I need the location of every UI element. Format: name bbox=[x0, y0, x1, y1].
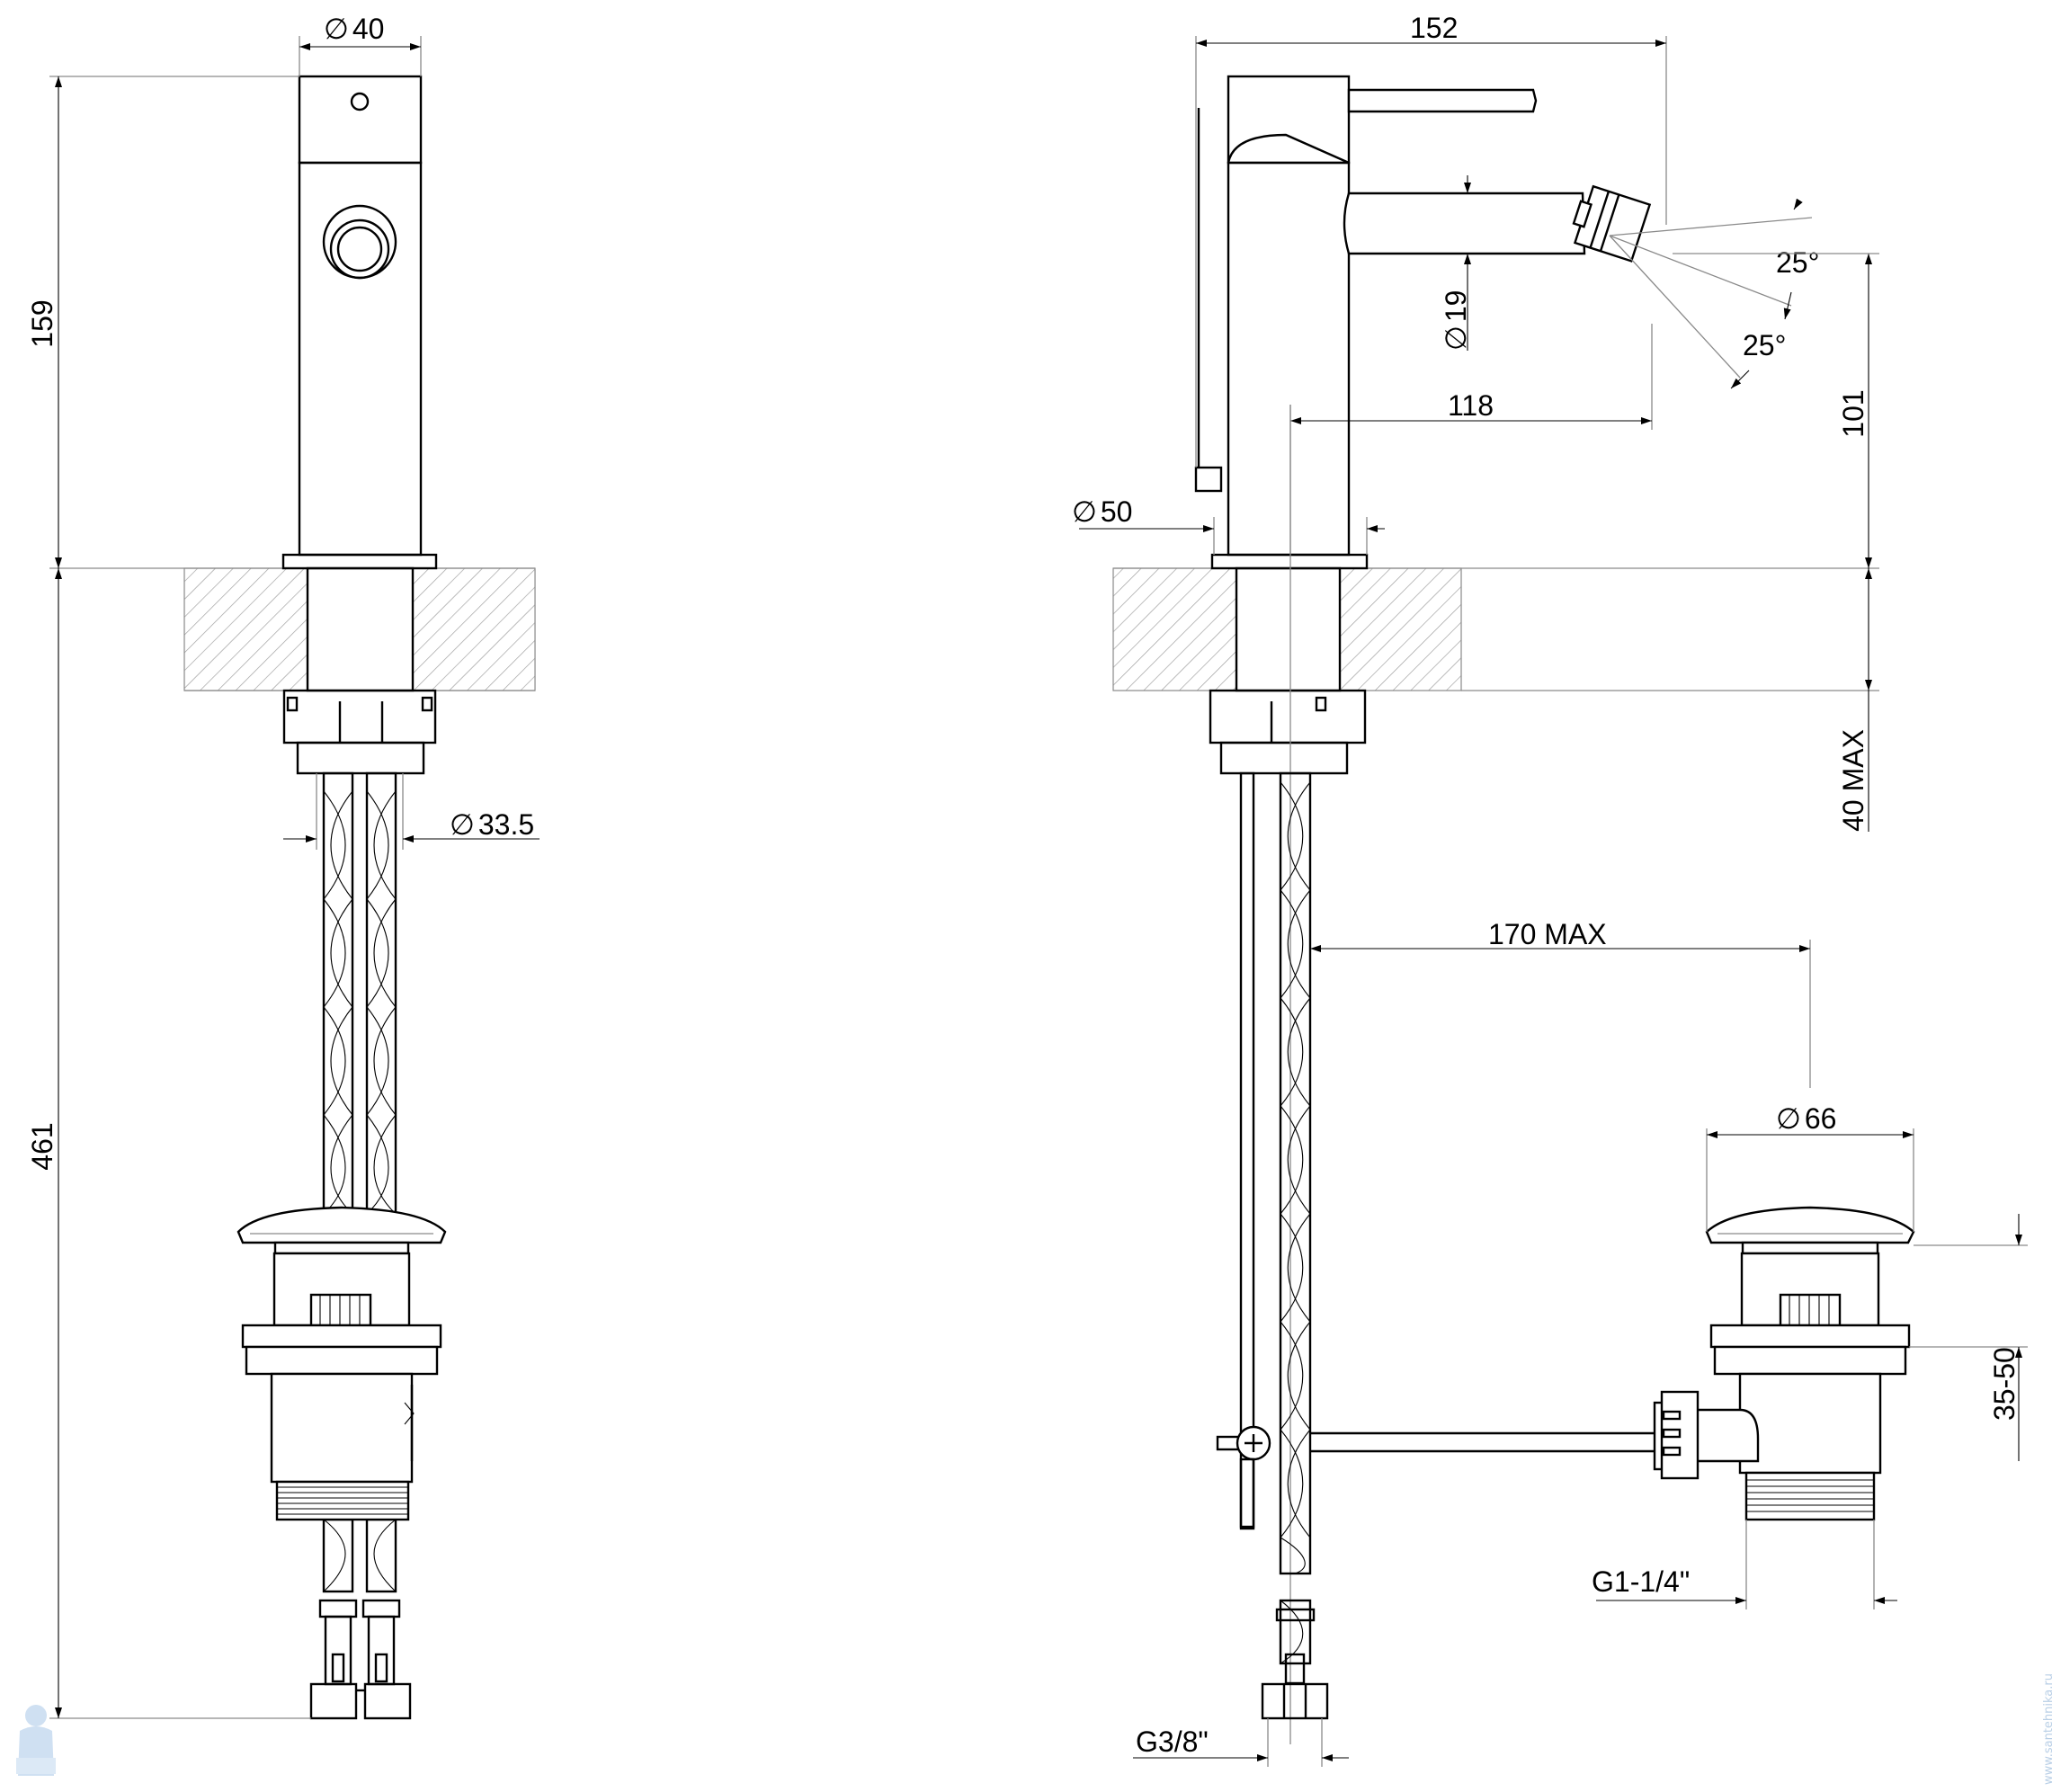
indicator-dot bbox=[350, 92, 370, 111]
washer-left bbox=[296, 741, 425, 775]
dim-spout-diameter: ∅19 bbox=[1440, 175, 1472, 351]
dim-total-below: 461 bbox=[26, 568, 311, 1719]
dim-spout-height: 101 bbox=[1673, 253, 1879, 568]
rod-reach-label: 170 MAX bbox=[1488, 918, 1607, 950]
dim-body-diameter: ∅40 bbox=[299, 13, 422, 76]
body-diameter-label: ∅40 bbox=[324, 13, 384, 45]
faucet-cap bbox=[298, 75, 423, 165]
spout-height-label: 101 bbox=[1837, 389, 1869, 437]
dim-width-total: 152 bbox=[1195, 12, 1667, 468]
countertop-cutout-right bbox=[1236, 568, 1340, 691]
popup-rod-knob bbox=[1194, 466, 1223, 493]
angle-down-label: 25° bbox=[1743, 329, 1786, 361]
dim-body-height: 159 bbox=[26, 76, 299, 569]
total-below-label: 461 bbox=[26, 1122, 58, 1170]
spray-angle-lines: 25° 25° bbox=[1609, 198, 1819, 389]
dim-waste-adjust: 35-50 bbox=[1909, 1214, 2028, 1461]
aerator-mid bbox=[329, 218, 390, 280]
spout bbox=[1343, 192, 1586, 255]
dim-shank-diameter: ∅33.5 bbox=[283, 773, 540, 850]
dim-hose-thread: G3/8" bbox=[1133, 1718, 1349, 1767]
faucet-body bbox=[298, 161, 423, 557]
width-total-label: 152 bbox=[1410, 12, 1458, 44]
base-ring-left bbox=[281, 553, 438, 570]
shank-diameter-label: ∅33.5 bbox=[450, 808, 534, 841]
dim-base-diameter: ∅50 bbox=[1072, 495, 1385, 570]
linkage-rod bbox=[1216, 1425, 1664, 1529]
hoses-left bbox=[309, 771, 412, 1720]
dim-waste-diameter: ∅66 bbox=[1706, 1102, 1914, 1232]
aerator-inner bbox=[336, 226, 383, 272]
bidet-nozzle bbox=[1572, 184, 1652, 263]
front-view: ∅40 159 461 ∅33.5 bbox=[16, 13, 540, 1776]
dim-rod-reach: 170 MAX bbox=[1310, 918, 1811, 1088]
countertop-cutout-left bbox=[308, 568, 413, 691]
spout-diameter-label: ∅19 bbox=[1440, 290, 1472, 351]
watermark-text: www.santehnika.ru bbox=[2042, 1673, 2056, 1785]
mount-nut-left bbox=[282, 689, 437, 744]
deck-thickness-label: 40 MAX bbox=[1837, 729, 1869, 832]
lever-cap bbox=[1227, 75, 1351, 165]
hose-nut-right bbox=[1261, 1682, 1329, 1720]
washer-right bbox=[1219, 741, 1349, 775]
hose-thread-label: G3/8" bbox=[1136, 1725, 1209, 1758]
base-diameter-label: ∅50 bbox=[1072, 495, 1132, 528]
dim-waste-thread: G1-1/4" bbox=[1592, 1520, 1897, 1609]
watermark-logo bbox=[16, 1705, 56, 1776]
dim-spout-reach: 118 bbox=[1289, 324, 1653, 555]
faucet-body-side bbox=[1227, 161, 1351, 557]
hose-nut-left-2 bbox=[363, 1682, 412, 1720]
lever-handle bbox=[1347, 88, 1538, 113]
hose-right bbox=[1261, 771, 1329, 1720]
body-height-label: 159 bbox=[26, 299, 58, 347]
popup-waste-right bbox=[1653, 1206, 1915, 1521]
hose-nut-left-1 bbox=[309, 1682, 358, 1720]
mount-nut-right bbox=[1209, 689, 1367, 744]
popup-rod bbox=[1239, 771, 1255, 1530]
side-view: 25° 25° 152 ∅19 118 bbox=[1072, 12, 2056, 1785]
waste-adjust-label: 35-50 bbox=[1988, 1347, 2021, 1421]
popup-waste-left bbox=[236, 1206, 447, 1521]
waste-diameter-label: ∅66 bbox=[1776, 1102, 1836, 1135]
spout-reach-label: 118 bbox=[1448, 389, 1494, 422]
dim-deck-thickness: 40 MAX bbox=[1837, 568, 1872, 832]
angle-up-label: 25° bbox=[1776, 246, 1819, 279]
aerator-outer bbox=[322, 204, 397, 280]
waste-thread-label: G1-1/4" bbox=[1592, 1565, 1690, 1598]
